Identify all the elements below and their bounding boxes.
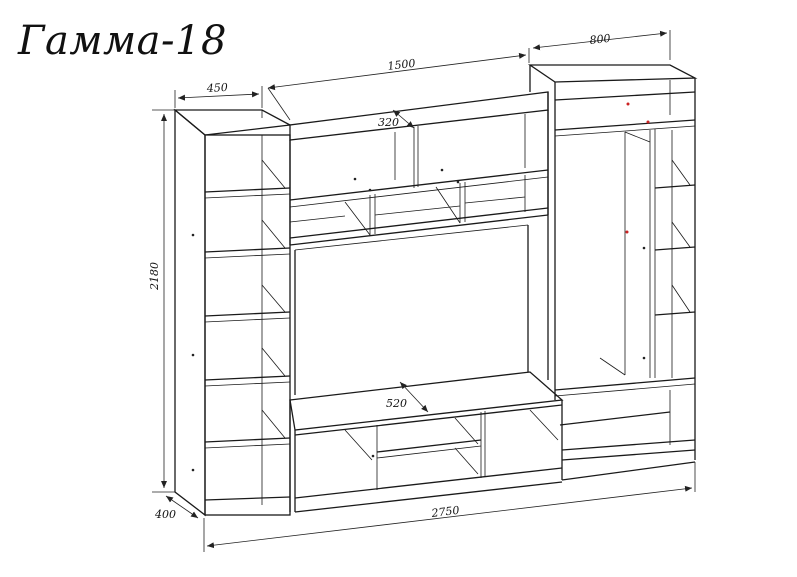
dimension-450-label: 450 bbox=[205, 81, 228, 95]
dimension-2180-label: 2180 bbox=[148, 262, 161, 291]
hinge-marker bbox=[626, 102, 630, 106]
dimension-800-label: 800 bbox=[589, 32, 611, 47]
dimension-320-label: 320 bbox=[378, 116, 399, 129]
central-top-panel bbox=[289, 91, 549, 141]
wardrobe-top bbox=[527, 64, 698, 83]
tv-stand bbox=[289, 371, 564, 513]
left-case-side-panel bbox=[174, 108, 206, 517]
left-pencil-case bbox=[173, 108, 293, 517]
dimension-400-label: 400 bbox=[154, 508, 176, 521]
central-top-block bbox=[289, 91, 549, 246]
left-case-shelves bbox=[204, 187, 291, 501]
tv-niche bbox=[294, 224, 529, 395]
dimension-1500-label: 1500 bbox=[387, 57, 416, 73]
left-case-top bbox=[173, 109, 293, 136]
dimension-lines bbox=[152, 30, 696, 552]
drawing-title: Гамма-18 bbox=[18, 18, 227, 64]
tv-stand-top bbox=[289, 371, 564, 431]
dimension-520-label: 520 bbox=[386, 397, 407, 410]
dimension-2750-label: 2750 bbox=[430, 504, 460, 520]
right-wardrobe bbox=[527, 64, 698, 481]
